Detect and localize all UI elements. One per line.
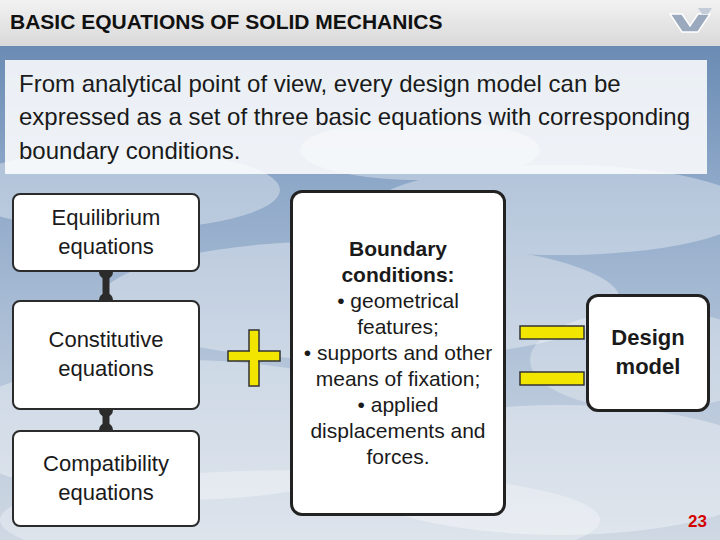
box-text: Equilibrium equations bbox=[22, 204, 190, 261]
logo-icon bbox=[668, 4, 714, 38]
box-text: Compatibility equations bbox=[22, 450, 190, 507]
equation-box: Compatibility equations bbox=[12, 430, 200, 527]
clouds bbox=[0, 120, 720, 535]
box-text: Constitutive equations bbox=[22, 326, 190, 383]
box-text: From analytical point of view, every des… bbox=[19, 67, 693, 166]
equation-box: Constitutive equations bbox=[12, 300, 200, 410]
boundary-conditions-box: Boundary conditions:• geometrical featur… bbox=[290, 190, 506, 516]
box-text: • supports and other means of fixation; bbox=[301, 340, 495, 392]
plus-sign bbox=[228, 330, 280, 386]
box-text: Design model bbox=[595, 324, 701, 381]
intro-text-box: From analytical point of view, every des… bbox=[5, 60, 707, 174]
equals-sign bbox=[520, 326, 584, 385]
page-number: 23 bbox=[688, 512, 707, 532]
equation-box: Equilibrium equations bbox=[12, 193, 200, 272]
box-text: • applied displacements and forces. bbox=[301, 392, 495, 470]
box-text: • geometrical features; bbox=[301, 288, 495, 340]
slide-title: BASIC EQUATIONS OF SOLID MECHANICS bbox=[10, 10, 442, 34]
result-box: Design model bbox=[586, 294, 710, 412]
box-heading: Boundary conditions: bbox=[301, 236, 495, 288]
